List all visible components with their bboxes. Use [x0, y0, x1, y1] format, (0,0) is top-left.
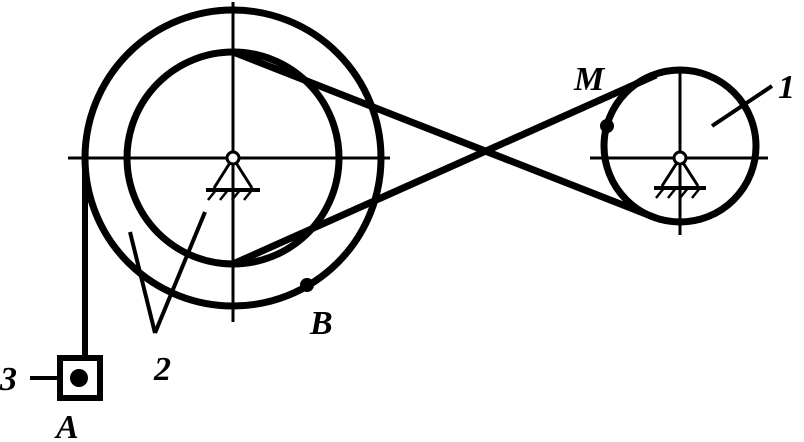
- point-b-dot: [300, 278, 314, 292]
- right-pivot-hatch-3: [679, 187, 689, 199]
- right-pivot-hatch-4: [691, 187, 701, 199]
- point-m-dot: [600, 119, 614, 133]
- label-1-leader: [710, 84, 774, 128]
- left-pivot-hatch-2: [219, 189, 229, 201]
- left-pivot-hatch-3: [231, 189, 241, 201]
- block-a-dot: [70, 369, 88, 387]
- left-pivot-hatch-4: [243, 189, 253, 201]
- label-b: B: [309, 305, 333, 342]
- small-pulley-circle: [600, 66, 760, 226]
- left-pivot-hatch-1: [207, 189, 217, 201]
- label-2-leader-left: [128, 231, 157, 334]
- label-m: M: [573, 61, 606, 98]
- belt-segment-lower: [231, 71, 658, 268]
- label-a: A: [54, 409, 79, 442]
- label-2-leader-right: [153, 211, 207, 334]
- right-pivot-hatch-1: [655, 187, 665, 199]
- left-pivot-pin: [225, 150, 241, 166]
- label-3: 3: [0, 361, 17, 398]
- right-pivot-pin: [672, 150, 688, 166]
- label-2: 2: [153, 351, 171, 388]
- belt-segment-upper: [231, 48, 658, 222]
- label-1: 1: [778, 69, 795, 106]
- right-pivot-hatch-2: [667, 187, 677, 199]
